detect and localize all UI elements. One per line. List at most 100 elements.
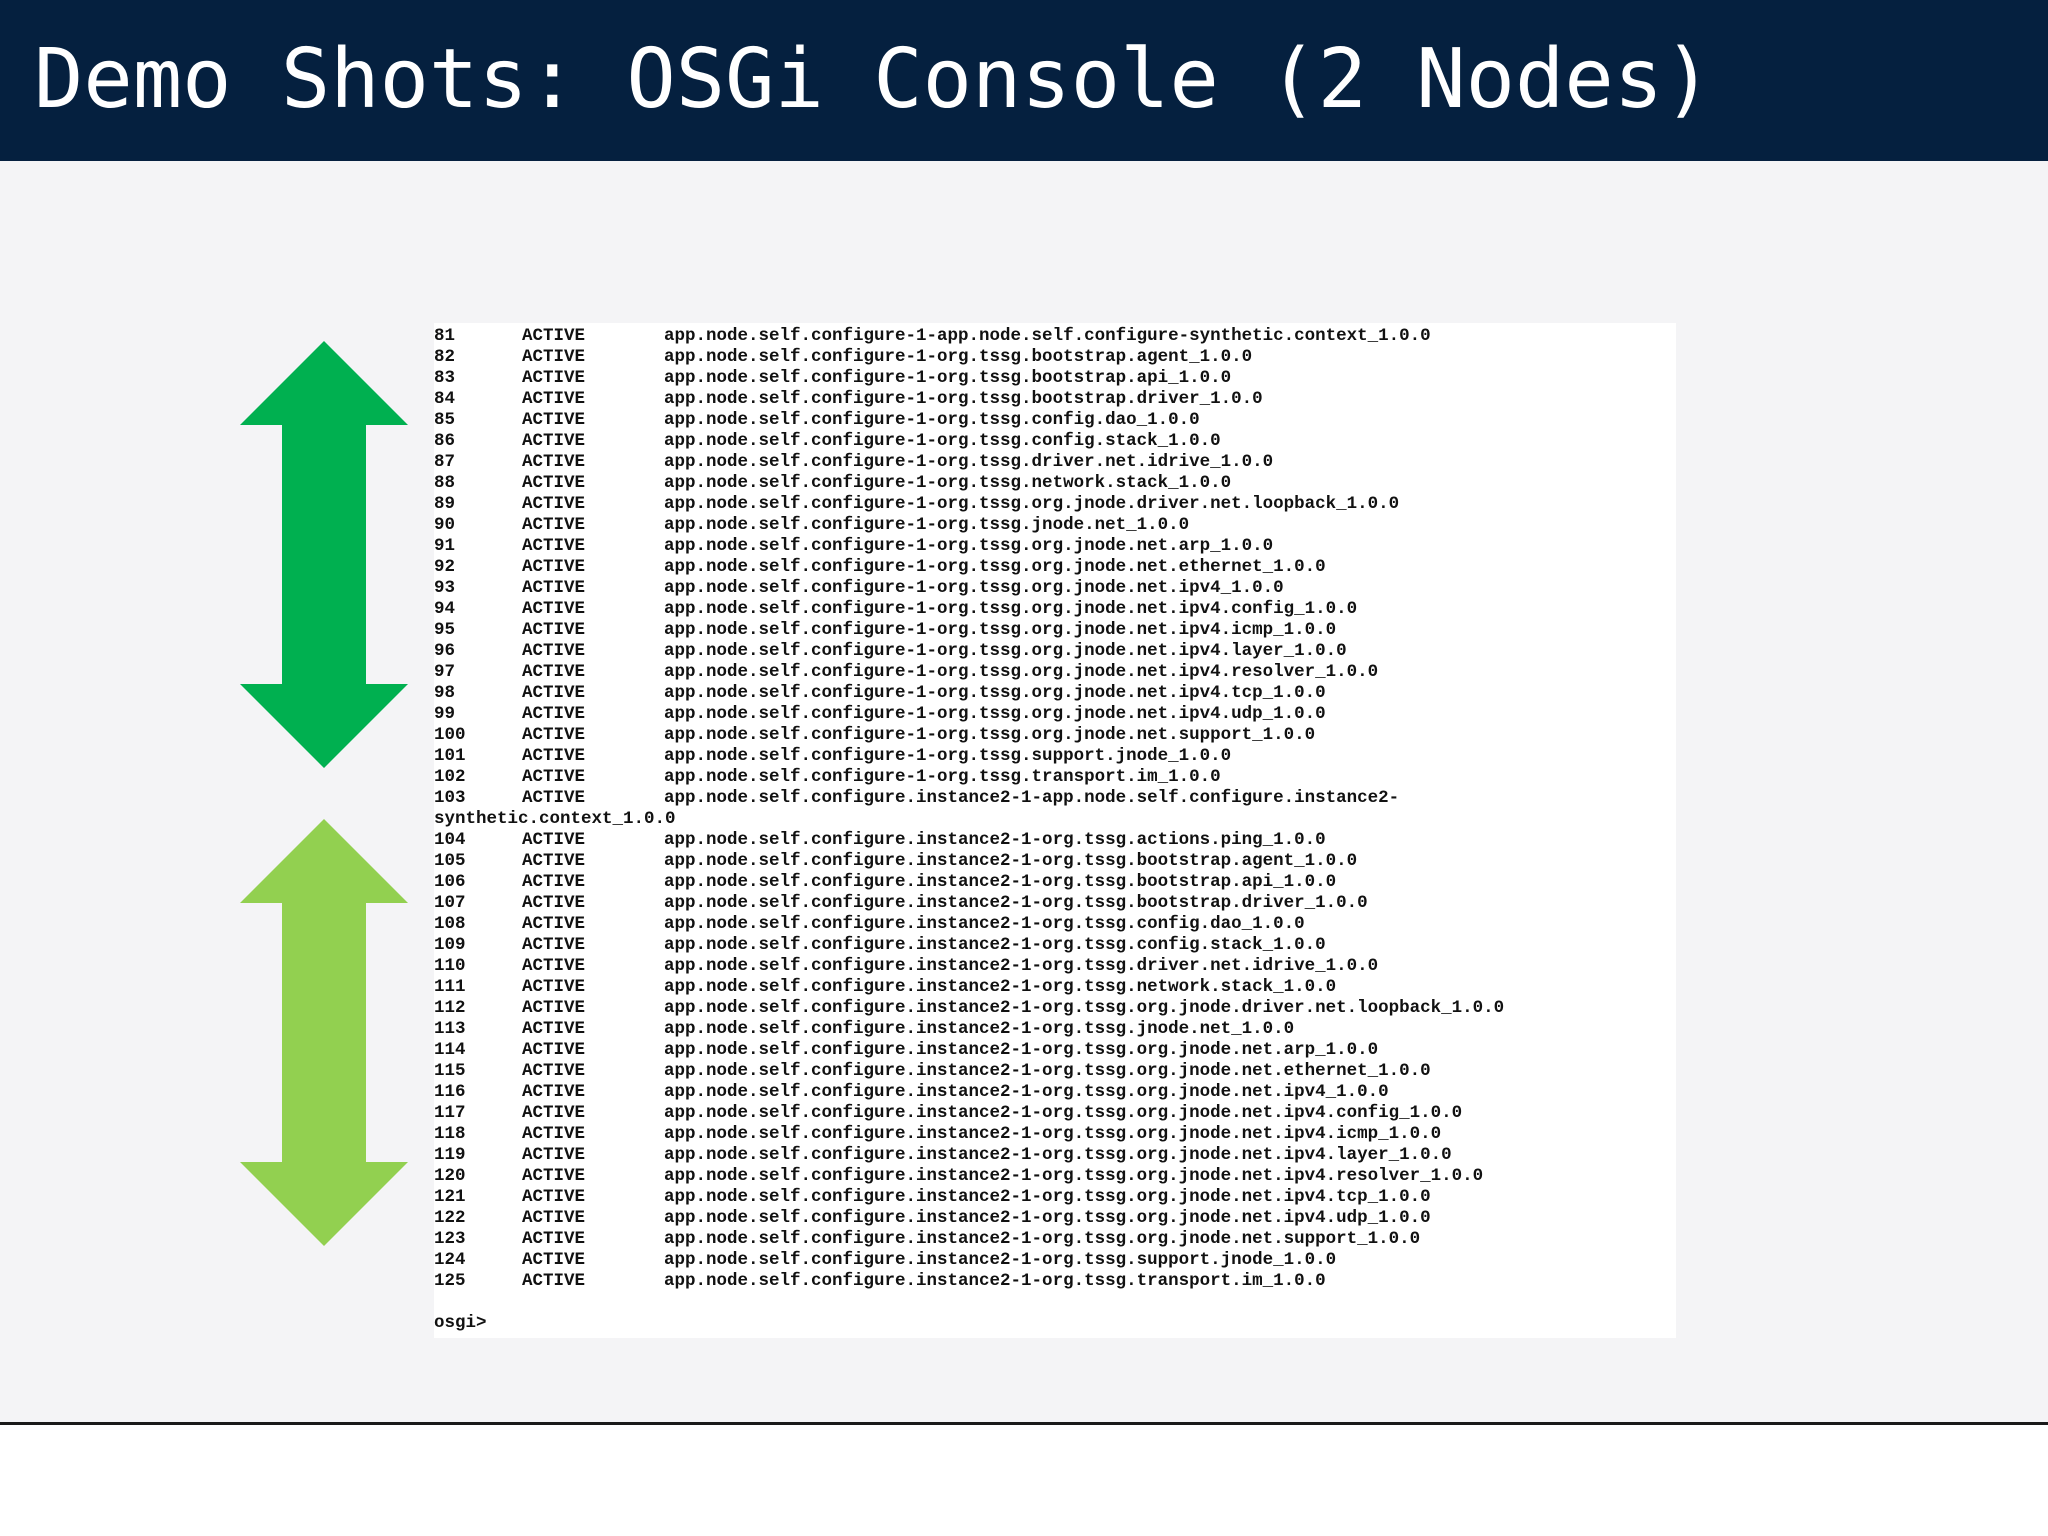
console-row-id: 101 [434, 746, 466, 766]
console-row-state: ACTIVE [522, 788, 586, 808]
console-row-id: 113 [434, 1019, 466, 1039]
console-row-name: app.node.self.configure.instance2-1-org.… [664, 935, 1326, 955]
console-prompt[interactable]: osgi> [434, 1313, 487, 1333]
console-row: 103 ACTIVE app.node.self.configure.instanc… [434, 788, 1676, 809]
console-row-id: 92 [434, 557, 456, 577]
console-row-name: app.node.self.configure.instance2-1-org.… [664, 1061, 1431, 1081]
console-row-name: app.node.self.configure-1-org.tssg.org.j… [664, 557, 1326, 577]
console-row-state: ACTIVE [522, 1145, 586, 1165]
console-row-state: ACTIVE [522, 641, 586, 661]
console-row-name: app.node.self.configure.instance2-1-org.… [664, 956, 1379, 976]
console-row-name: app.node.self.configure.instance2-1-org.… [664, 977, 1337, 997]
console-row-id: 115 [434, 1061, 466, 1081]
console-row-id: 81 [434, 326, 456, 346]
console-row-id: 97 [434, 662, 456, 682]
console-row-id: 117 [434, 1103, 466, 1123]
console-row-name: app.node.self.configure.instance2-1-org.… [664, 830, 1326, 850]
console-row-state: ACTIVE [522, 1250, 586, 1270]
console-row-state: ACTIVE [522, 347, 586, 367]
console-row-id: 102 [434, 767, 466, 787]
console-row-id: 95 [434, 620, 456, 640]
console-row-name: app.node.self.configure-1-org.tssg.suppo… [664, 746, 1232, 766]
console-row-name: app.node.self.configure-1-org.tssg.org.j… [664, 494, 1400, 514]
console-row-name: app.node.self.configure.instance2-1-org.… [664, 998, 1505, 1018]
console-row-id: 103 [434, 788, 466, 808]
console-row-state: ACTIVE [522, 977, 586, 997]
console-row-state: ACTIVE [522, 893, 586, 913]
console-row-name: app.node.self.configure-1-org.tssg.org.j… [664, 599, 1358, 619]
console-row-name: app.node.self.configure-1-org.tssg.confi… [664, 431, 1221, 451]
console-row-state: ACTIVE [522, 998, 586, 1018]
console-row-id: 121 [434, 1187, 466, 1207]
console-row-state: ACTIVE [522, 368, 586, 388]
node2-double-arrow-icon [240, 819, 408, 1246]
console-row-state: ACTIVE [522, 914, 586, 934]
console-row-state: ACTIVE [522, 1124, 586, 1144]
console-row-state: ACTIVE [522, 410, 586, 430]
console-row-name: app.node.self.configure.instance2-1-org.… [664, 1229, 1421, 1249]
console-row-name: app.node.self.configure-1-org.tssg.boots… [664, 389, 1263, 409]
console-row-name: app.node.self.configure-1-org.tssg.org.j… [664, 704, 1326, 724]
console-row-name: app.node.self.configure.instance2-1-org.… [664, 914, 1305, 934]
console-row-id: 83 [434, 368, 456, 388]
console-wrapped-line: synthetic.context_1.0.0 [434, 809, 676, 829]
console-row-state: ACTIVE [522, 1208, 586, 1228]
console-row-name: app.node.self.configure.instance2-1-app.… [664, 788, 1400, 808]
console-row-name: app.node.self.configure-1-org.tssg.org.j… [664, 620, 1337, 640]
console-row-id: 84 [434, 389, 456, 409]
console-row-id: 106 [434, 872, 466, 892]
console-row-name: app.node.self.configure-1-app.node.self.… [664, 326, 1431, 346]
console-row-id: 105 [434, 851, 466, 871]
console-row-id: 85 [434, 410, 456, 430]
console-row-state: ACTIVE [522, 452, 586, 472]
console-row-id: 120 [434, 1166, 466, 1186]
console-row-name: app.node.self.configure.instance2-1-org.… [664, 1145, 1452, 1165]
console-row-name: app.node.self.configure-1-org.tssg.org.j… [664, 683, 1326, 703]
console-row-name: app.node.self.configure.instance2-1-org.… [664, 1040, 1379, 1060]
console-row-state: ACTIVE [522, 1103, 586, 1123]
console-row-state: ACTIVE [522, 536, 586, 556]
console-row-name: app.node.self.configure.instance2-1-org.… [664, 1124, 1442, 1144]
console-row-state: ACTIVE [522, 620, 586, 640]
console-row-name: app.node.self.configure.instance2-1-org.… [664, 1271, 1326, 1291]
console-row-state: ACTIVE [522, 767, 586, 787]
console-row-id: 94 [434, 599, 456, 619]
console-row-state: ACTIVE [522, 956, 586, 976]
console-row-name: app.node.self.configure-1-org.tssg.netwo… [664, 473, 1232, 493]
console-row-id: 82 [434, 347, 456, 367]
console-row-state: ACTIVE [522, 872, 586, 892]
console-row-name: app.node.self.configure-1-org.tssg.jnode… [664, 515, 1190, 535]
console-row-id: 108 [434, 914, 466, 934]
console-row-name: app.node.self.configure-1-org.tssg.org.j… [664, 578, 1284, 598]
slide-bottom-divider [0, 1422, 2048, 1425]
console-row-name: app.node.self.configure.instance2-1-org.… [664, 1166, 1484, 1186]
console-row-id: 116 [434, 1082, 466, 1102]
console-row-name: app.node.self.configure.instance2-1-org.… [664, 1187, 1431, 1207]
